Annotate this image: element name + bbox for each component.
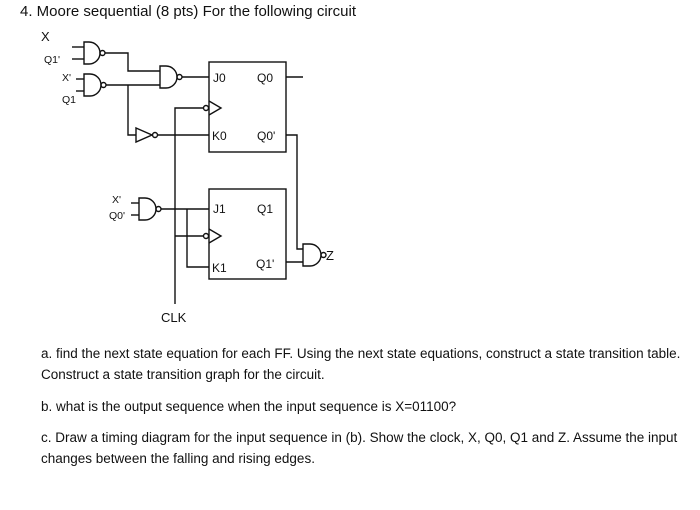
nand-gate-output	[302, 243, 327, 267]
question-a: a. find the next state equation for each…	[41, 346, 681, 382]
ff1-q-label: Q1	[257, 202, 273, 216]
input-label-q1n: Q1'	[44, 54, 60, 66]
ff0-q-label: Q0	[257, 71, 273, 85]
ff1-k-label: K1	[212, 261, 227, 275]
wire-q0n-to-output-gate	[286, 134, 303, 250]
nand-gate-4	[131, 197, 209, 221]
ff1-j-label: J1	[213, 202, 226, 216]
clock-label: CLK	[161, 310, 187, 325]
input-label-x: X	[41, 29, 50, 44]
nand-gate-3	[159, 65, 183, 89]
ff1-qn-label: Q1'	[256, 257, 274, 271]
ff0-qn-label: Q0'	[257, 129, 275, 143]
buffer-gate	[127, 85, 209, 144]
question-c: c. Draw a timing diagram for the input s…	[41, 430, 678, 466]
wire-j1-to-k1	[186, 209, 209, 268]
input-label-xn: X'	[62, 72, 71, 84]
question-b: b. what is the output sequence when the …	[41, 399, 457, 414]
nand-gate-2	[76, 73, 107, 97]
ff0-k-label: K0	[212, 129, 227, 143]
input-label-xn-2: X'	[112, 194, 121, 206]
input-label-q0n: Q0'	[109, 210, 125, 222]
output-label-z: Z	[326, 248, 334, 263]
nand-gate-1	[72, 41, 106, 65]
problem-title: 4. Moore sequential (8 pts) For the foll…	[20, 3, 356, 20]
clock-line	[174, 107, 204, 304]
wire-gate1-to-gate3	[105, 52, 160, 72]
circuit-diagram: X Q1' X' Q1 X' Q0' J0 K0 Q0 Q0' J1 K1 Q1…	[41, 29, 334, 325]
input-label-q1: Q1	[62, 94, 76, 106]
ff0-j-label: J0	[213, 71, 226, 85]
